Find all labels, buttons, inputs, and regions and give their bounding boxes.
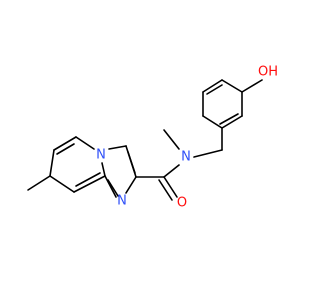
bond-line <box>193 149 223 158</box>
bond-line <box>221 79 243 93</box>
bond-line <box>104 175 117 198</box>
bond-line <box>158 179 173 201</box>
bond-line <box>127 151 136 174</box>
bond-line <box>49 175 75 193</box>
bond-line <box>101 162 106 177</box>
bond-line <box>75 136 95 150</box>
imidazole-nitrogen-label: N <box>117 194 127 209</box>
bond-line <box>75 172 101 187</box>
bridgehead-nitrogen-label: N <box>96 148 106 163</box>
hydroxyl-label: OH <box>258 65 278 80</box>
bond-line <box>108 145 127 150</box>
bond-line <box>202 115 223 129</box>
bond-line <box>53 136 77 151</box>
bond-layer <box>27 79 263 201</box>
bond-line <box>219 113 239 125</box>
bond-line <box>163 164 180 178</box>
bond-line <box>163 129 180 150</box>
molecule-structure: OH N O N N <box>27 65 278 211</box>
bond-line <box>221 115 243 129</box>
bond-line <box>125 176 137 194</box>
bond-line <box>27 175 51 191</box>
bond-line <box>49 149 55 177</box>
amide-nitrogen-label: N <box>181 150 191 165</box>
carbonyl-oxygen-label: O <box>177 196 187 211</box>
bond-line <box>107 179 119 197</box>
bond-line <box>206 84 223 95</box>
bond-line <box>56 143 75 155</box>
bond-line <box>202 79 223 93</box>
atom-label-layer: OH N O N N <box>96 65 278 211</box>
bond-line <box>163 176 178 198</box>
bond-line <box>241 79 263 93</box>
bond-line <box>73 175 106 193</box>
